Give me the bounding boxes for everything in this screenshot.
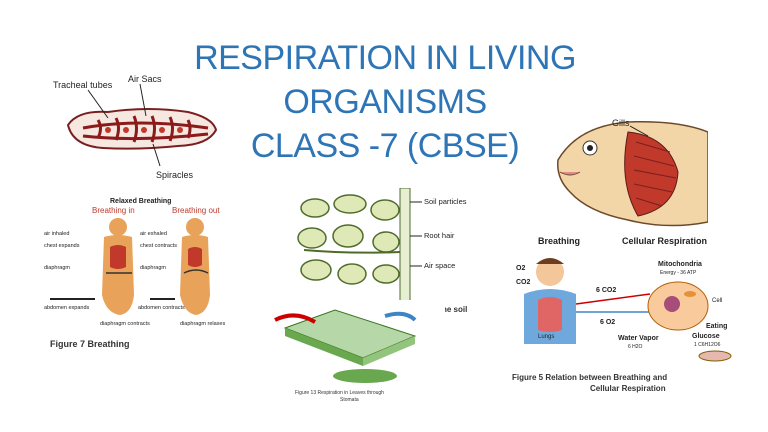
spiracles-label: Spiracles — [156, 170, 194, 180]
leaf-caption-line-2: Stomata — [340, 397, 359, 403]
cell-caption-line-2: Cellular Respiration — [590, 384, 666, 393]
glucose-formula-label: 1 C6H12O6 — [694, 342, 721, 348]
air-sacs-label: Air Sacs — [128, 74, 162, 84]
water-formula-label: 6 H2O — [628, 344, 643, 350]
body-breathing-in — [102, 218, 134, 315]
cell-label: Cell — [712, 298, 722, 304]
chest-contracts-label: chest contracts — [140, 243, 177, 249]
co2-label: CO2 — [516, 279, 531, 286]
glucose-label: Glucose — [692, 333, 720, 340]
breathing-heading: Breathing — [538, 236, 580, 246]
insect-trachea-figure: Tracheal tubes Air Sacs Spiracles — [53, 74, 218, 180]
relaxed-breathing-heading: Relaxed Breathing — [110, 198, 171, 205]
air-space-label: Air space — [424, 261, 455, 270]
root-hair-label: Root hair — [424, 231, 455, 240]
o2-label: O2 — [516, 265, 525, 272]
tracheal-tubes-label: Tracheal tubes — [53, 80, 113, 90]
diaphragm-contracts-label: diaphragm contracts — [100, 321, 150, 327]
title-line-2: ORGANISMS — [283, 83, 487, 121]
air-inhaled-label: air inhaled — [44, 231, 69, 237]
leaf-caption-line-1: Figure 13 Respiration in Leaves through — [295, 390, 384, 396]
body-breathing-out — [180, 218, 210, 315]
energy-label: Energy - 36 ATP — [660, 270, 697, 276]
slide-title: RESPIRATION IN LIVING ORGANISMS CLASS -7… — [150, 36, 620, 168]
breathing-figure: Relaxed Breathing Breathing in Breathing… — [40, 195, 240, 349]
fish-gills-figure: Gills — [557, 118, 708, 227]
lungs-label: Lungs — [538, 334, 554, 340]
title-line-1: RESPIRATION IN LIVING — [194, 39, 576, 77]
cellular-respiration-heading: Cellular Respiration — [622, 236, 707, 246]
eating-label: Eating — [706, 323, 727, 330]
diaphragm-left-label: diaphragm — [44, 265, 70, 271]
breathing-figure-caption: Figure 7 Breathing — [50, 339, 130, 349]
soil-particles-label: Soil particles — [424, 197, 467, 206]
diaphragm-right-label: diaphragm — [140, 265, 166, 271]
six-o2-label: 6 O2 — [600, 319, 615, 326]
title-line-3: CLASS -7 (CBSE) — [250, 127, 520, 165]
abdomen-contracts-label: abdomen contracts — [138, 305, 185, 311]
diaphragm-relaxes-label: diaphragm relaxes — [180, 321, 225, 327]
from-soil-caption: m the soil — [430, 305, 467, 314]
cell-caption-line-1: Figure 5 Relation between Breathing and — [512, 373, 667, 382]
gills-label: Gills — [612, 118, 630, 128]
chest-expands-label: chest expands — [44, 243, 80, 249]
mitochondria-label: Mitochondria — [658, 261, 702, 268]
six-co2-label: 6 CO2 — [596, 287, 616, 294]
breathing-out-label: Breathing out — [172, 206, 220, 215]
soil-root-hair-figure: Soil particles Root hair Air space m the… — [297, 188, 467, 314]
water-vapor-label: Water Vapor — [618, 335, 659, 342]
air-exhaled-label: air exhaled — [140, 231, 167, 237]
abdomen-expands-label: abdomen expands — [44, 305, 90, 311]
leaf-stomata-figure: Figure 13 Respiration in Leaves through … — [265, 300, 445, 405]
breathing-in-label: Breathing in — [92, 206, 135, 215]
cellular-respiration-figure: Breathing Cellular Respiration Lungs O2 … — [512, 236, 732, 393]
